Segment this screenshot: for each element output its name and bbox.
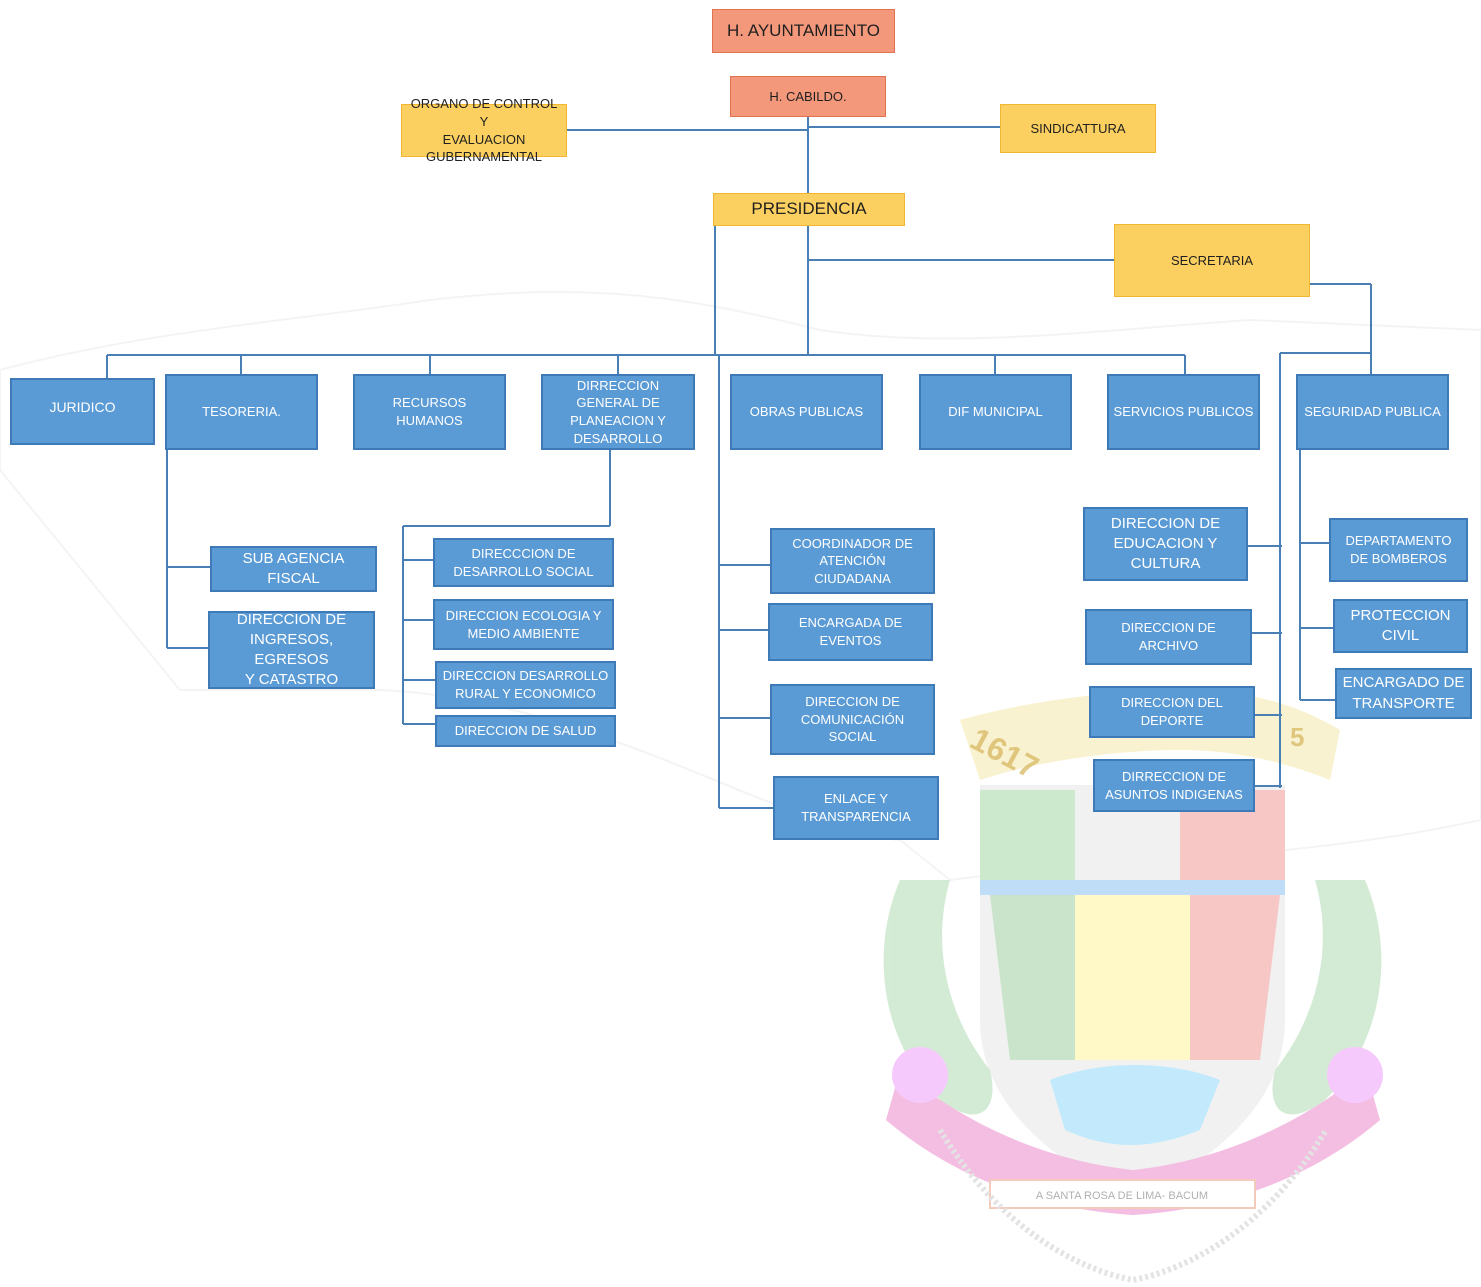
desarrollo-social-box: DIRECCCION DE DESARROLLO SOCIAL (433, 538, 614, 587)
secretaria-box: SECRETARIA (1114, 224, 1310, 297)
watermark-ribbon-text: A SANTA ROSA DE LIMA- BACUM (1036, 1190, 1208, 1202)
obras-publicas-box: OBRAS PUBLICAS (730, 374, 883, 450)
watermark-year-left: 1617 (965, 720, 1045, 785)
salud-box: DIRECCION DE SALUD (435, 715, 616, 747)
ayuntamiento-box: H. AYUNTAMIENTO (712, 9, 895, 53)
sindicatura-box: SINDICATTURA (1000, 104, 1156, 153)
dif-municipal-box: DIF MUNICIPAL (919, 374, 1072, 450)
atencion-ciudadana-box: COORDINADOR DE ATENCIÓN CIUDADANA (770, 528, 935, 594)
bomberos-box: DEPARTAMENTO DE BOMBEROS (1329, 518, 1468, 582)
servicios-publicos-box: SERVICIOS PUBLICOS (1107, 374, 1260, 450)
enlace-transparencia-box: ENLACE Y TRANSPARENCIA (773, 776, 939, 840)
cabildo-box: H. CABILDO. (730, 76, 886, 117)
desarrollo-rural-box: DIRECCION DESARROLLO RURAL Y ECONOMICO (435, 661, 616, 709)
recursos-humanos-box: RECURSOS HUMANOS (353, 374, 506, 450)
educacion-cultura-box: DIRECCION DE EDUCACION Y CULTURA (1083, 507, 1248, 581)
asuntos-indigenas-box: DIRRECCION DE ASUNTOS INDIGENAS (1093, 759, 1255, 812)
organo-control-box: ORGANO DE CONTROL Y EVALUACION GUBERNAME… (401, 96, 567, 164)
sub-agencia-fiscal-box: SUB AGENCIA FISCAL (210, 546, 377, 592)
ecologia-box: DIRECCION ECOLOGIA Y MEDIO AMBIENTE (433, 599, 614, 650)
juridico-box: JURIDICO (10, 378, 155, 445)
direccion-archivo-box: DIRECCION DE ARCHIVO (1085, 609, 1252, 665)
presidencia-box: PRESIDENCIA (713, 193, 905, 226)
proteccion-civil-box: PROTECCION CIVIL (1333, 599, 1468, 653)
tesoreria-box: TESORERIA. (165, 374, 318, 450)
encargado-transporte-box: ENCARGADO DE TRANSPORTE (1335, 668, 1472, 719)
direccion-deporte-box: DIRECCION DEL DEPORTE (1089, 686, 1255, 738)
direccion-ingresos-box: DIRECCION DE INGRESOS, EGRESOS Y CATASTR… (208, 611, 375, 689)
seguridad-publica-box: SEGURIDAD PUBLICA (1296, 374, 1449, 450)
watermark-year-right: 5 (1290, 722, 1304, 752)
encargada-eventos-box: ENCARGADA DE EVENTOS (768, 603, 933, 661)
planeacion-box: DIRRECCION GENERAL DE PLANEACION Y DESAR… (541, 374, 695, 450)
comunicacion-social-box: DIRECCION DE COMUNICACIÓN SOCIAL (770, 684, 935, 755)
